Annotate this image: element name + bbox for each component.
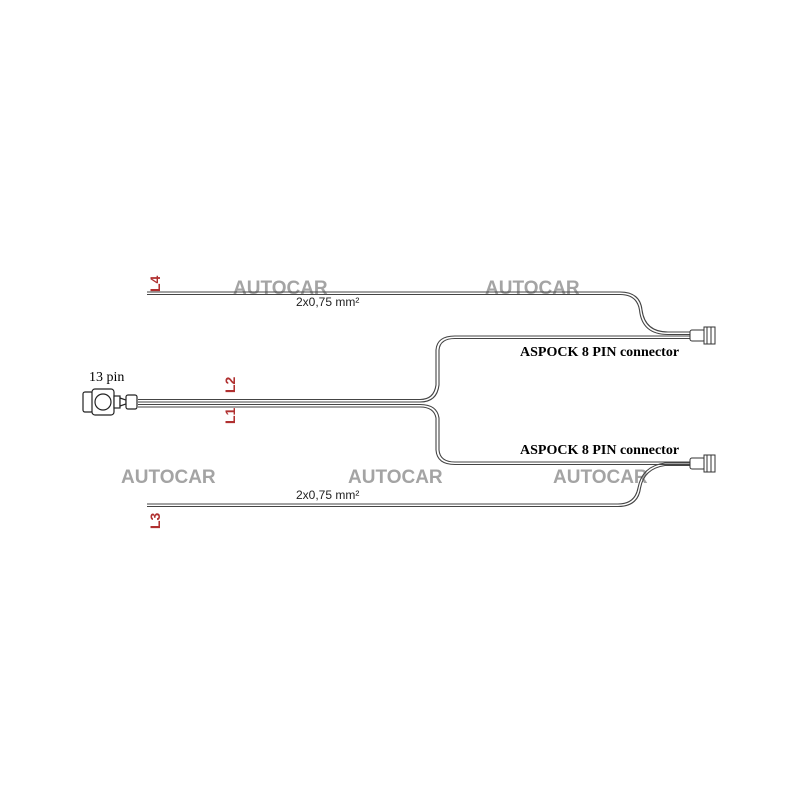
13-pin-socket-icon [82,388,138,416]
watermark: AUTOCAR [485,278,580,299]
label-l1: L1 [222,407,238,424]
wire-l3 [147,462,695,508]
watermark: AUTOCAR [553,467,648,488]
label-l3: L3 [147,512,163,529]
watermark: AUTOCAR [121,467,216,488]
aspock-connector-top-icon [689,326,716,345]
label-l4: L4 [147,275,163,292]
wire-l4 [147,291,695,336]
label-l2: L2 [222,376,238,393]
watermark: AUTOCAR [233,278,328,299]
aspock-connector-bottom-icon [689,454,716,473]
cable-spec-top: 2x0,75 mm² [296,295,359,309]
main-connector-label: 13 pin [89,370,124,385]
connector-label-bottom: ASPOCK 8 PIN connector [520,443,679,458]
cable-spec-bottom: 2x0,75 mm² [296,488,359,502]
main-cable [138,335,695,466]
watermark: AUTOCAR [348,467,443,488]
connector-label-top: ASPOCK 8 PIN connector [520,345,679,360]
